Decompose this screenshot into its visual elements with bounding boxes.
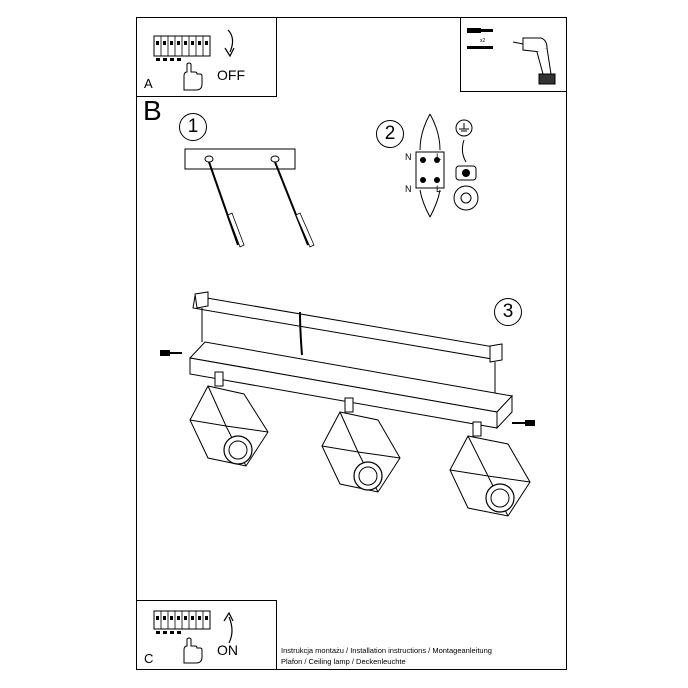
tools-panel: x2 (460, 17, 567, 92)
footer-title: Instrukcja montażu / Installation instru… (281, 646, 492, 655)
ceiling-lamp-drawing (160, 291, 535, 517)
hand-icon (183, 62, 203, 91)
panel-c-letter: C (144, 651, 154, 666)
fuse-box-icon (153, 610, 211, 634)
instruction-sheet-frame (136, 17, 567, 670)
panel-a-switch-off: OFF A (136, 17, 277, 97)
switch-on-label: ON (217, 642, 238, 658)
step-1-number: 1 (179, 113, 207, 141)
terminal-l-top: L (436, 152, 442, 162)
step-2-number: 2 (376, 120, 404, 148)
hand-icon (183, 637, 203, 664)
terminal-l-bottom: L (436, 184, 442, 194)
switch-off-label: OFF (217, 67, 245, 83)
panel-c-switch-on: ON C (136, 600, 277, 670)
fuse-box-icon (153, 35, 211, 61)
ground-connector-drawing (453, 119, 479, 211)
panel-a-letter: A (144, 76, 153, 91)
terminal-n-top: N (405, 152, 412, 162)
arrow-up-icon (223, 611, 234, 644)
mounting-plate-drawing (184, 148, 315, 248)
terminal-n-bottom: N (405, 184, 412, 194)
step-3-number: 3 (494, 298, 522, 326)
footer-subtitle: Plafon / Ceiling lamp / Deckenleuchte (281, 657, 406, 666)
arrow-down-icon (224, 29, 235, 58)
wall-plug-screw-icon (467, 28, 493, 49)
panel-b-letter: B (143, 95, 162, 126)
terminal-block-drawing (415, 113, 445, 218)
drill-icon (512, 37, 556, 85)
screw-count-label: x2 (480, 38, 486, 44)
